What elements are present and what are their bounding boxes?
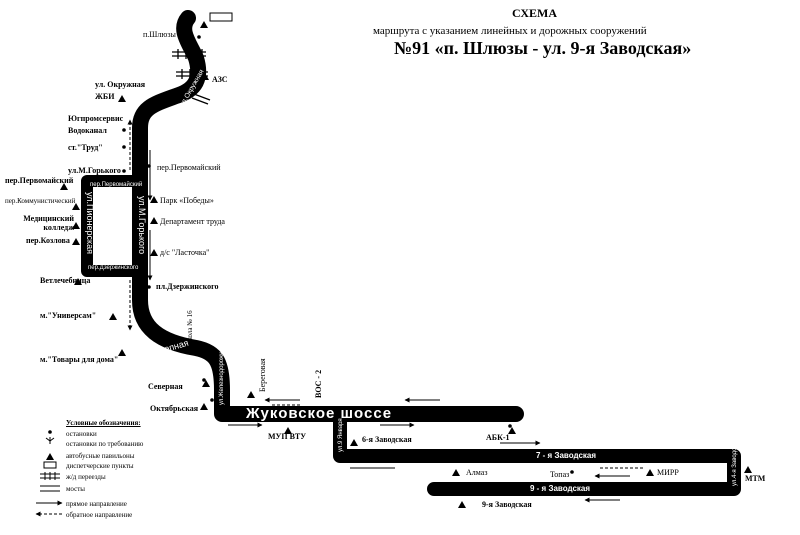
stop-universam: м."Универсам": [40, 311, 97, 320]
legend-item: мосты: [66, 485, 85, 493]
road-gorkogo: ул.М.Горького: [137, 196, 147, 255]
legend-item: автобусные павильоны: [66, 452, 135, 460]
stop-oktyabrskaya: Октябрьская: [150, 404, 199, 413]
rail-crossings: [172, 49, 347, 450]
bus-pavilions: [60, 21, 752, 508]
stop-mirr: МИРР: [657, 468, 679, 477]
road-zavod4: ул.4-я Заводская: [732, 438, 738, 486]
stop-yugprom: Югпромсервис: [68, 114, 124, 123]
legend-item: остановки: [66, 430, 97, 438]
stop-azs: АЗС: [212, 75, 228, 84]
stop-dzerzh: пл.Дзержинского: [156, 282, 219, 291]
stop-dots: [122, 35, 574, 474]
stop-gorkogo: ул.М.Горького: [68, 166, 121, 175]
stop-kommun: пер.Коммунистический: [5, 197, 76, 205]
stop-almaz: Алмаз: [466, 468, 488, 477]
school-16-label: школа № 16: [186, 310, 194, 346]
stop-kozlova: пер.Козлова: [26, 236, 70, 245]
stop-okruzhnaya: ул. Окружная: [95, 80, 146, 89]
road-zavod9: 9 - я Заводская: [530, 484, 591, 493]
stop-vodokanal: Водоканал: [68, 126, 107, 135]
road-zhukovskoe: Жуковское шоссе: [246, 405, 393, 422]
legend-item: остановки по требованию: [66, 440, 144, 448]
scheme-heading: СХЕМА: [512, 6, 558, 20]
stop-tovary: м."Товары для дома": [40, 355, 119, 364]
direction-arrows: [127, 119, 645, 503]
legend-title: Условные обозначения:: [66, 419, 141, 427]
road-beregovaya: Береговая: [258, 358, 267, 392]
stop-shluzy: п.Шлюзы: [143, 30, 176, 39]
road-pervomaysky: пер.Первомайский: [90, 182, 143, 188]
stop-zavod6: 6-я Заводская: [362, 435, 412, 444]
scheme-subheading: маршрута с указанием линейных и дорожных…: [373, 25, 647, 37]
stop-med: Медицинский колледж: [23, 214, 74, 232]
route-title: №91 «п. Шлюзы - ул. 9-я Заводская»: [394, 38, 692, 58]
stop-zhbi: ЖБИ: [95, 92, 115, 101]
legend-symbols: [35, 430, 63, 517]
stop-park: Парк «Победы»: [160, 196, 214, 205]
stop-topaz: Топаз: [550, 470, 570, 479]
legend-item: диспетчерские пункты: [66, 462, 134, 470]
stop-pervomayskiy-right: пер.Первомайский: [157, 163, 221, 172]
dispatch-point: [209, 12, 233, 22]
stop-pervomayskiy-left: пер.Первомайский: [5, 176, 74, 185]
stop-zavod9: 9-я Заводская: [482, 500, 532, 509]
road-vos2: ВОС - 2: [314, 369, 323, 398]
road-zavod7: 7 - я Заводская: [536, 451, 597, 460]
road-zheleznodor: ул.Железнодорожная: [219, 345, 225, 405]
legend-item: прямое направление: [66, 500, 127, 508]
stop-vetlech: Ветлечебница: [40, 276, 91, 285]
stop-departament: Департамент труда: [160, 217, 225, 226]
stop-severnaya: Северная: [148, 382, 183, 391]
stop-lastochka: д/с "Ласточка": [160, 248, 210, 257]
road-pioner: ул.Пионерская: [85, 192, 95, 255]
stop-mtm: МТМ: [745, 474, 766, 483]
stop-trud: ст."Труд": [68, 143, 103, 152]
road-yanvarya: ул.9 Января: [338, 418, 344, 452]
stop-mup: МУП ВТУ: [268, 432, 307, 441]
legend-item: ж/д переезды: [66, 473, 106, 481]
road-dzerzhinsky: пер.Дзержинского: [88, 265, 139, 271]
legend-item: обратное направление: [66, 511, 133, 519]
stop-abk: АБК-1: [486, 433, 510, 442]
